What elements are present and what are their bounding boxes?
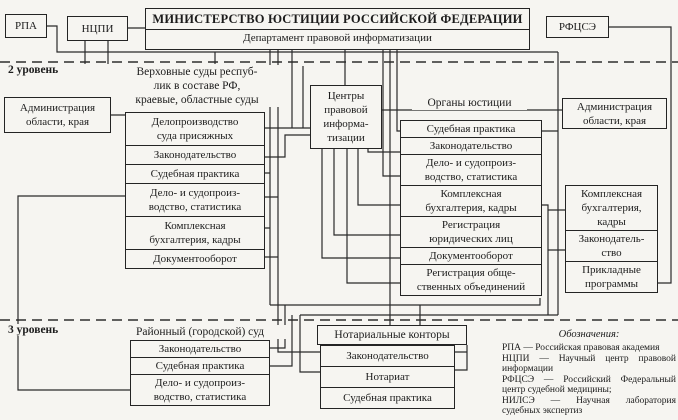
- stack-row: Законодательство: [126, 145, 264, 164]
- ministry-department: Департамент правовой информатизации: [243, 32, 432, 44]
- legend-item: НЦПИ — Научный центр правовой информации: [502, 353, 676, 375]
- stack-row: Комплексная бухгалтерия, кадры: [401, 185, 541, 216]
- stack-row: Законодатель- ство: [566, 230, 657, 261]
- level3-label: 3 уровень: [6, 324, 61, 336]
- stack-row: Регистрация юридических лиц: [401, 216, 541, 247]
- legend-item: РФЦСЭ — Российский Федеральный центр суд…: [502, 374, 676, 396]
- justice-bodies-label: Органы юстиции: [412, 96, 527, 110]
- stack-row: Судебная практика: [131, 357, 269, 374]
- stack-row: Прикладные программы: [566, 261, 657, 292]
- stack-row: Дело- и судопроиз- водство, статистика: [401, 154, 541, 185]
- wire-set: [17, 25, 672, 391]
- legend-title: Обозначения:: [558, 329, 620, 340]
- stack-row: Документооборот: [401, 247, 541, 264]
- legend-item: НИЛСЭ — Научная лаборатория судебных экс…: [502, 395, 676, 417]
- ministry-box: МИНИСТЕРСТВО ЮСТИЦИИ РОССИЙСКОЙ ФЕДЕРАЦИ…: [145, 8, 530, 50]
- level2-label: 2 уровень: [6, 64, 61, 76]
- legend-item: РПА — Российская правовая академия: [502, 343, 660, 353]
- stack-row: Регистрация обще- ственных объединений: [401, 264, 541, 295]
- admin-left-box: Администрация области, края: [4, 97, 111, 133]
- stack-row: Законодательство: [158, 343, 242, 355]
- rfcse-box: РФЦСЭ: [546, 16, 609, 38]
- supreme-courts-label: Верховные суды респуб- лик в составе РФ,…: [108, 65, 286, 107]
- rpa-box: РПА: [5, 14, 47, 38]
- stack-row: Нотариат: [321, 366, 454, 387]
- stack-row: Дело- и судопроиз- водство, статистика: [131, 374, 269, 405]
- district-court-label: Районный (городской) суд: [112, 325, 288, 339]
- stack-row: Законодательство: [401, 137, 541, 154]
- legend: Обозначения: РПА — Российская правовая а…: [502, 329, 676, 417]
- stack-row: Судебная практика: [426, 123, 516, 135]
- stack-row: Дело- и судопроиз- водство, статистика: [126, 183, 264, 216]
- ministry-title: МИНИСТЕРСТВО ЮСТИЦИИ РОССИЙСКОЙ ФЕДЕРАЦИ…: [146, 9, 529, 30]
- stack-row: Комплексная бухгалтерия, кадры: [126, 216, 264, 249]
- notary-offices-box: Нотариальные конторы: [317, 325, 467, 345]
- stack-row: Судебная практика: [126, 164, 264, 183]
- ncpi-box: НЦПИ: [67, 16, 128, 41]
- stack-row: Комплексная бухгалтерия, кадры: [580, 188, 643, 228]
- legal-info-centers-box: Центры правовой информа- тизации: [310, 85, 382, 149]
- stack-row: Судебная практика: [321, 387, 454, 408]
- stack-row: Законодательство: [346, 350, 429, 362]
- stack-row: Документооборот: [126, 249, 264, 268]
- admin-right-box: Администрация области, края: [562, 98, 667, 129]
- stack-row: Делопроизводство суда присяжных: [151, 116, 239, 142]
